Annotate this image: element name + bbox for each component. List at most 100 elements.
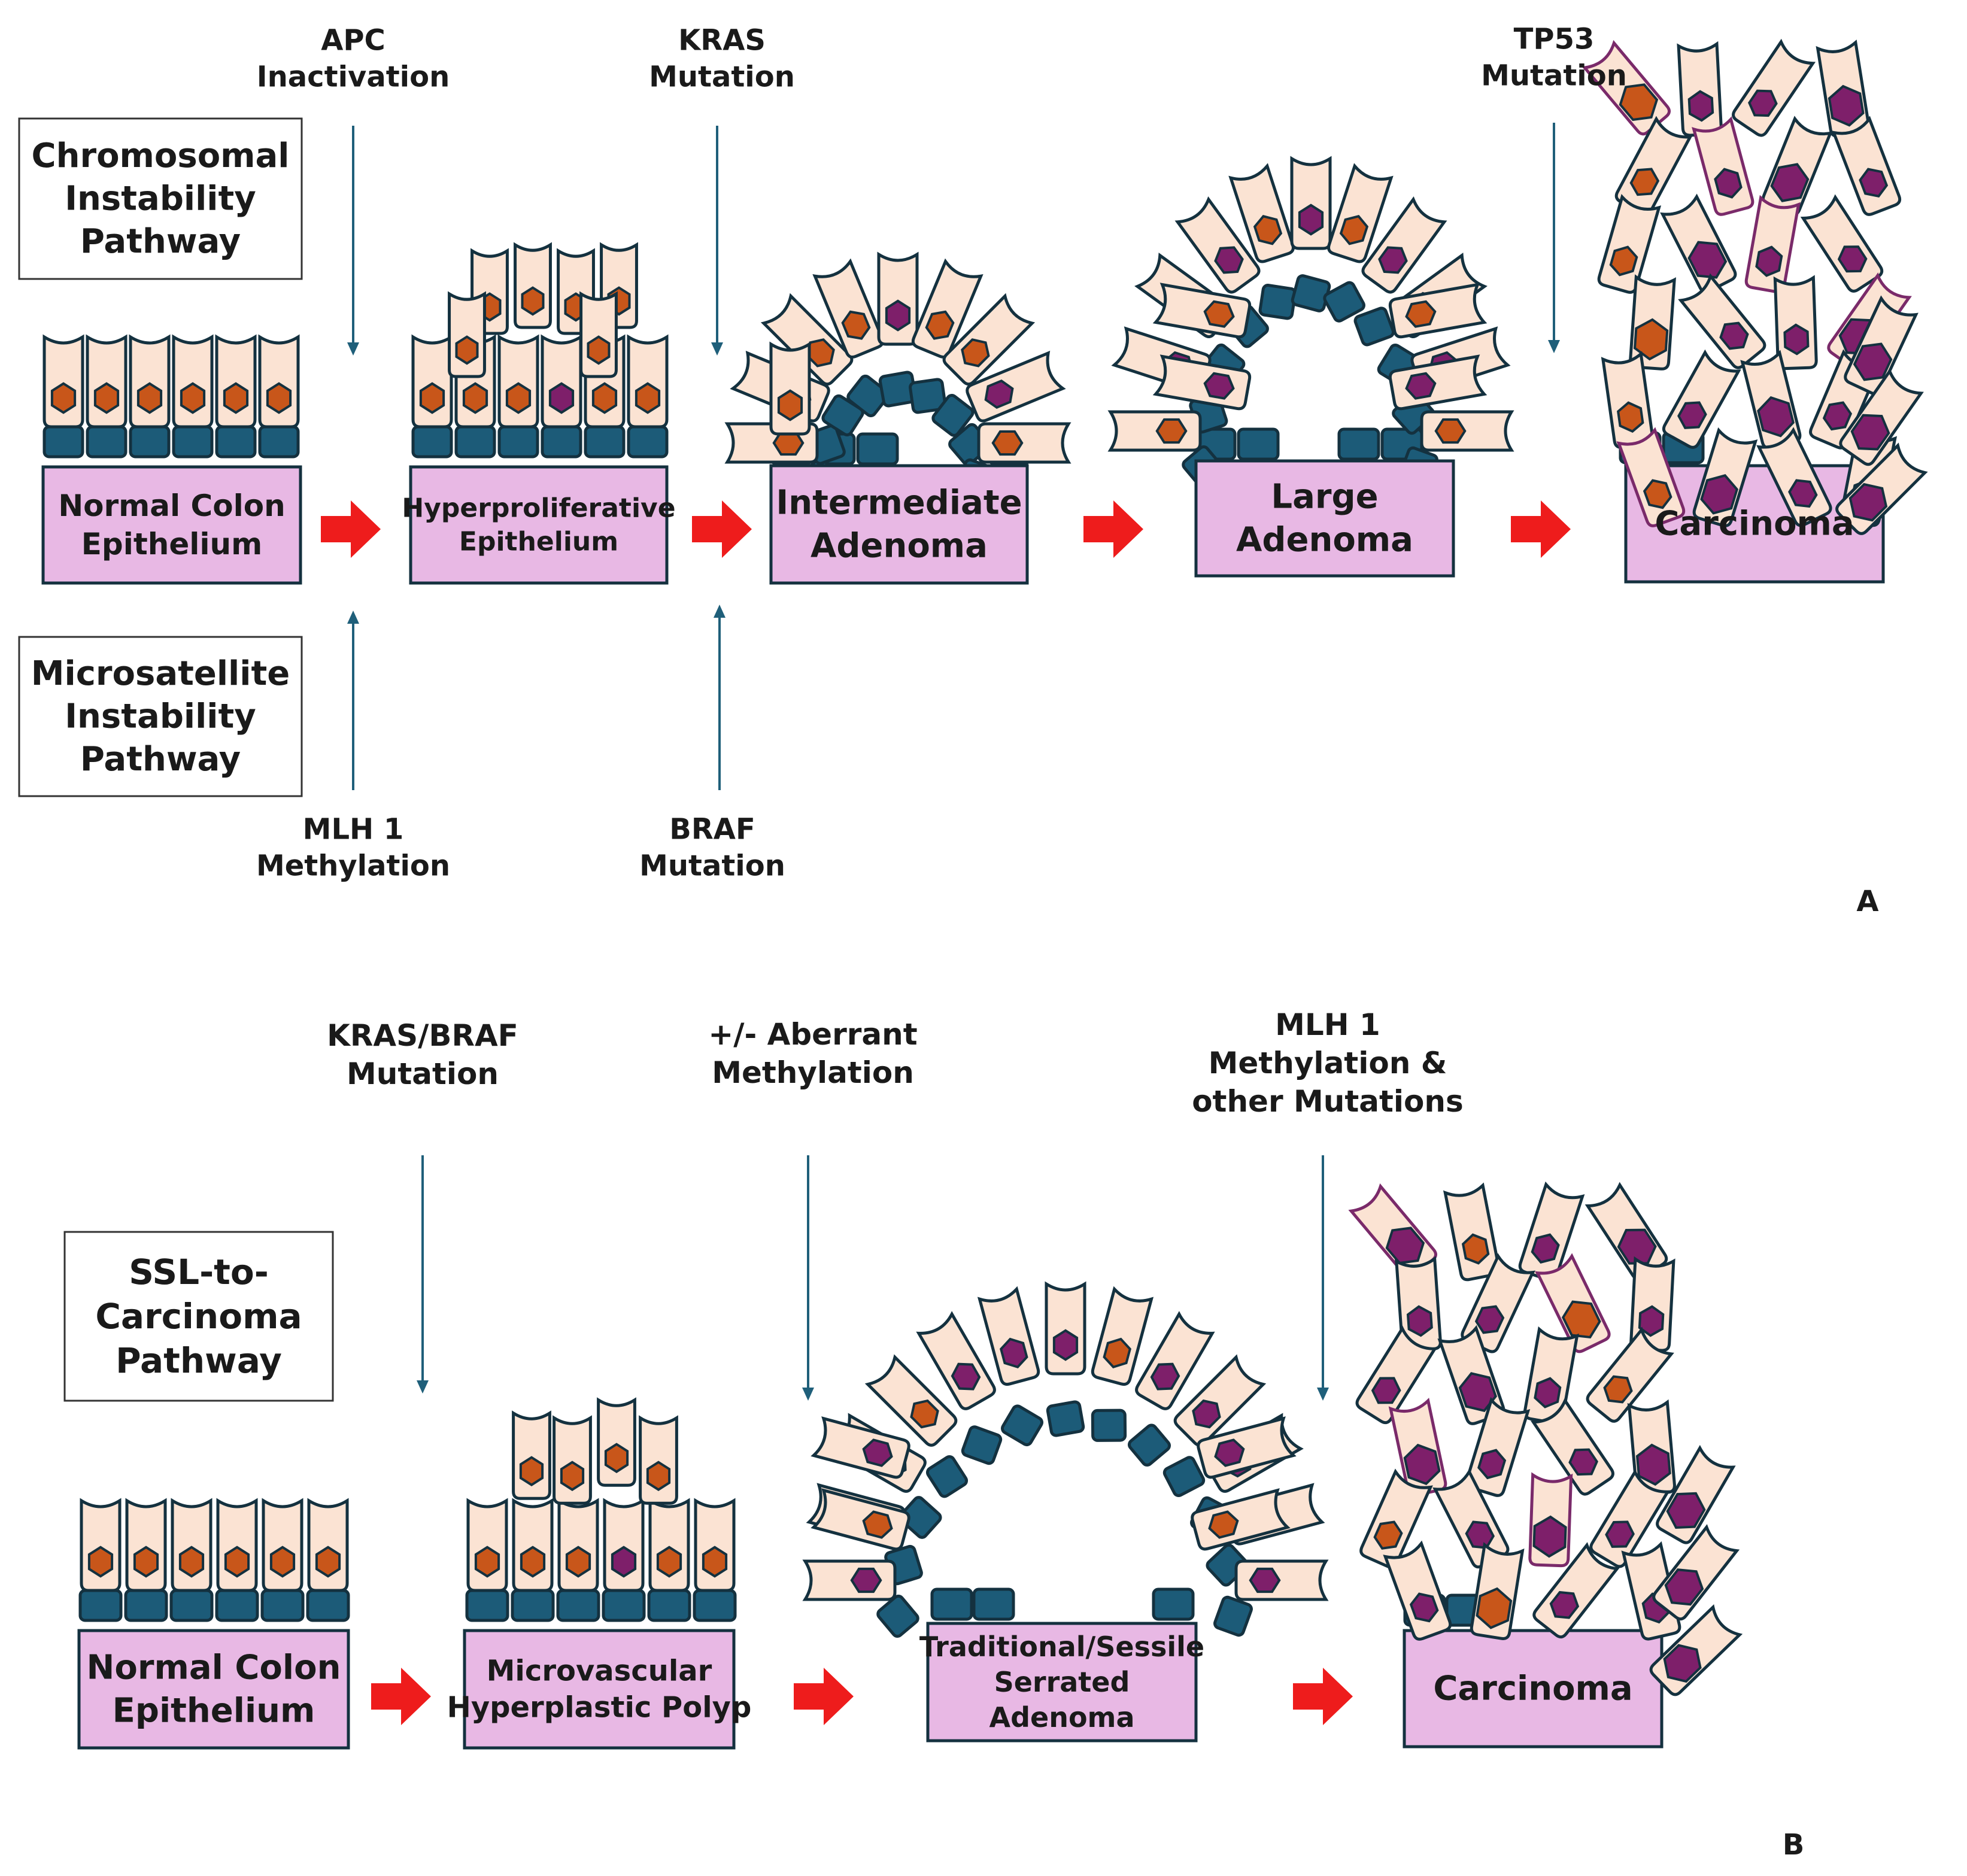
arrow-layer — [321, 123, 1571, 1725]
mutation-label: Methylation & — [1209, 1046, 1447, 1080]
abnormal-nucleus — [951, 1362, 981, 1391]
epithelial-cell — [1831, 116, 1902, 216]
normal-nucleus — [587, 335, 611, 365]
stage-box — [41, 465, 302, 585]
normal-nucleus — [178, 1546, 205, 1578]
cell-membrane — [1692, 116, 1754, 216]
epithelial-cell — [811, 1488, 910, 1551]
cell-membrane — [811, 1488, 910, 1551]
basal-cell — [931, 394, 975, 437]
abnormal-nucleus — [1371, 1377, 1401, 1404]
epithelial-cell — [215, 334, 257, 429]
normal-nucleus — [635, 382, 661, 414]
basal-cell — [1291, 274, 1331, 312]
basal-cell — [306, 1589, 350, 1622]
normal-nucleus — [266, 382, 292, 414]
stage-label: Microvascular — [487, 1654, 712, 1687]
basal-cell — [465, 1589, 509, 1622]
mutation-label: MLH 1 — [1275, 1007, 1380, 1042]
abnormal-nucleus — [1719, 321, 1749, 350]
epithelial-cell — [1692, 427, 1758, 527]
abnormal-nucleus — [1770, 163, 1810, 202]
abnormal-nucleus — [1666, 1492, 1706, 1529]
epithelial-cell — [769, 341, 811, 436]
mutation-label: MLH 1 — [303, 812, 404, 846]
epithelial-cell — [1432, 1468, 1510, 1569]
basal-cell — [1337, 427, 1380, 461]
epithelial-cell — [1197, 1416, 1297, 1479]
abnormal-nucleus — [1714, 168, 1743, 199]
normal-nucleus — [136, 382, 163, 414]
cell-membrane — [1383, 1540, 1452, 1641]
mutation-label: Mutation — [639, 849, 785, 883]
epithelial-cell — [129, 334, 171, 429]
epithelial-cell — [553, 1415, 592, 1505]
pathway-box — [18, 636, 303, 797]
basal-cell — [1162, 1456, 1206, 1497]
abnormal-nucleus — [1617, 1228, 1657, 1265]
basal-cell — [876, 1595, 919, 1638]
basal-cell — [454, 425, 496, 459]
normal-nucleus — [961, 338, 990, 368]
epithelial-cell — [760, 293, 854, 386]
epithelial-cell — [1174, 196, 1261, 294]
normal-nucleus — [1461, 1233, 1490, 1265]
normal-nucleus — [1476, 1587, 1513, 1629]
abnormal-nucleus — [1700, 473, 1739, 515]
cell-membrane — [1677, 41, 1723, 137]
epithelial-cell — [448, 291, 486, 378]
basal-cell — [1213, 1595, 1253, 1637]
abnormal-nucleus — [1853, 342, 1893, 381]
abnormal-nucleus — [1534, 1377, 1562, 1408]
stage-label: Adenoma — [989, 1701, 1134, 1734]
basal-cell — [627, 425, 669, 459]
normal-nucleus — [505, 382, 532, 414]
abnormal-nucleus — [1788, 479, 1818, 508]
mutation-label: Inactivation — [257, 60, 450, 94]
abnormal-nucleus — [1249, 1567, 1281, 1593]
mutation-label: Mutation — [649, 60, 795, 94]
abnormal-nucleus — [1477, 1449, 1507, 1480]
epithelial-cell — [877, 251, 919, 346]
epithelial-cell — [603, 1498, 645, 1592]
epithelial-cell — [1582, 40, 1671, 136]
epithelial-cell — [497, 334, 539, 429]
epithelial-cell — [466, 1498, 508, 1592]
epithelial-cell — [1388, 354, 1488, 411]
abnormal-nucleus — [984, 379, 1014, 409]
stage-label: Adenoma — [811, 526, 988, 565]
normal-nucleus — [656, 1546, 682, 1578]
normal-nucleus — [1373, 1520, 1403, 1550]
epithelial-cell — [1662, 349, 1741, 449]
basal-cell — [258, 425, 300, 459]
progression-arrow — [692, 500, 752, 558]
normal-nucleus — [646, 1461, 671, 1491]
epithelial-cell — [557, 1498, 599, 1592]
basal-cell — [1323, 281, 1365, 323]
cell-membrane — [977, 1286, 1040, 1386]
epithelial-cell — [1420, 410, 1514, 452]
stage-label: Large — [1271, 478, 1378, 517]
abnormal-nucleus — [1687, 241, 1728, 279]
basal-cell — [215, 425, 257, 459]
abnormal-nucleus — [1150, 1362, 1180, 1391]
normal-nucleus — [133, 1546, 159, 1578]
abnormal-nucleus — [1837, 245, 1868, 273]
normal-nucleus — [455, 335, 479, 365]
normal-nucleus — [991, 430, 1024, 456]
abnormal-nucleus — [885, 299, 911, 332]
epithelial-cell — [1649, 1604, 1743, 1696]
basal-cell — [647, 1589, 691, 1622]
pathway-label: Pathway — [80, 222, 241, 261]
normal-nucleus — [1253, 215, 1283, 245]
epithelial-cell — [1532, 1542, 1620, 1639]
basal-cell — [925, 1455, 969, 1498]
abnormal-nucleus — [1663, 1644, 1702, 1683]
epithelial-cell — [1535, 1253, 1611, 1353]
mutation-label: Mutation — [347, 1057, 499, 1091]
basal-cell — [1152, 1587, 1195, 1621]
normal-nucleus — [1561, 1300, 1601, 1339]
pathway-label: Instability — [65, 697, 256, 736]
normal-nucleus — [1203, 300, 1235, 328]
